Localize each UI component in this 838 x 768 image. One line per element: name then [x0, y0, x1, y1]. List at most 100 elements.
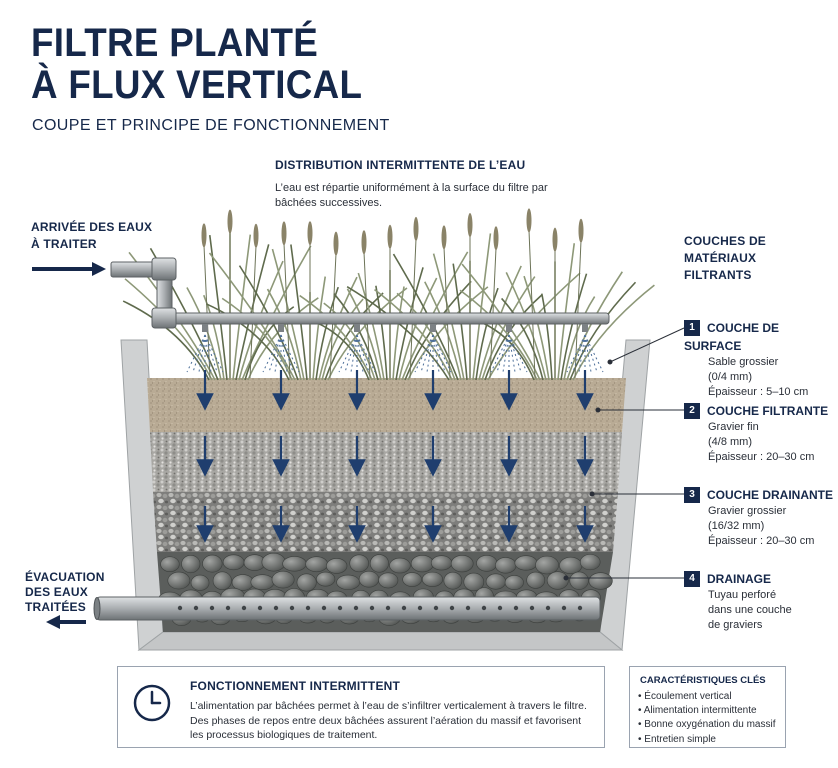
- layer-title: COUCHE DRAINANTE: [707, 487, 833, 502]
- stone: [336, 574, 360, 590]
- distribution-nozzles: [186, 324, 604, 373]
- stone: [526, 571, 546, 589]
- characteristics-box: CARACTÉRISTIQUES CLÉS Écoulement vertica…: [629, 666, 786, 748]
- layer-legend-item-3: 3 COUCHE DRAINANTE Gravier grossier (16/3…: [684, 486, 833, 549]
- stone: [271, 570, 295, 589]
- layer-coarse-gravel: [153, 492, 618, 552]
- stone: [250, 574, 275, 591]
- layer-number-badge: 3: [684, 486, 700, 503]
- stone: [402, 572, 422, 587]
- layer-desc-line: Épaisseur : 5–10 cm: [708, 386, 809, 398]
- layer-desc-line: Gravier fin: [708, 421, 759, 433]
- stone: [316, 571, 336, 587]
- layer-title: COUCHE FILTRANTE: [707, 403, 829, 418]
- stone: [421, 571, 444, 587]
- inlet-pipe: [110, 257, 610, 329]
- layers-heading: COUCHES DE MATÉRIAUX FILTRANTS: [684, 234, 767, 282]
- layer-fine-gravel: [150, 432, 622, 492]
- title-line-2: À FLUX VERTICAL: [31, 63, 363, 107]
- layer-desc-line: Épaisseur : 20–30 cm: [708, 451, 815, 463]
- characteristics-heading: CARACTÉRISTIQUES CLÉS: [640, 675, 766, 686]
- layer-legend-item-2: 2 COUCHE FILTRANTE Gravier fin (4/8 mm) É…: [684, 402, 828, 465]
- operation-info-box: FONCTIONNEMENT INTERMITTENT L’alimentati…: [117, 666, 605, 748]
- outlet-arrow-icon: [46, 615, 86, 629]
- stone: [212, 571, 232, 591]
- stone: [349, 554, 369, 573]
- list-item: Alimentation intermittente: [638, 704, 775, 718]
- list-item: Bonne oxygénation du massif: [638, 718, 775, 732]
- stone: [167, 571, 191, 590]
- stone: [559, 556, 583, 575]
- reed-clump: [346, 213, 581, 381]
- stone: [202, 554, 223, 573]
- characteristics-list: Écoulement vertical Alimentation intermi…: [638, 690, 776, 747]
- reed-clump: [206, 221, 408, 381]
- layer-desc-line: (4/8 mm): [708, 436, 752, 448]
- stone: [369, 554, 389, 573]
- stone: [305, 556, 328, 573]
- layer-title: DRAINAGE: [707, 571, 772, 586]
- stone: [569, 571, 589, 590]
- layer-title: COUCHE DE SURFACE: [684, 320, 780, 353]
- stone: [410, 555, 434, 573]
- layer-desc-line: Épaisseur : 20–30 cm: [708, 535, 815, 547]
- inlet-label: ARRIVÉE DES EAUX À TRAITER: [31, 220, 153, 251]
- stone: [326, 558, 348, 574]
- nozzle: [490, 324, 528, 373]
- stone: [514, 555, 538, 571]
- stone: [463, 572, 485, 592]
- stone: [190, 574, 210, 591]
- title-line-1: FILTRE PLANTÉ: [31, 21, 319, 65]
- stone: [389, 557, 411, 574]
- stone: [476, 555, 498, 572]
- stone: [495, 557, 517, 574]
- nozzle: [262, 324, 300, 373]
- outlet-label: ÉVACUATION DES EAUX TRAITÉES: [25, 570, 105, 614]
- stone: [231, 574, 254, 591]
- inlet-arrow-icon: [32, 262, 106, 276]
- operation-heading: FONCTIONNEMENT INTERMITTENT: [190, 679, 401, 693]
- layer-number-badge: 1: [684, 319, 700, 336]
- vertical-flow-arrows: [196, 370, 594, 543]
- stone: [358, 570, 380, 588]
- stone: [443, 571, 463, 590]
- page-title: FILTRE PLANTÉ À FLUX VERTICAL: [31, 22, 362, 106]
- layer-desc-line: Tuyau perforé: [708, 589, 777, 601]
- tank-floor: [137, 631, 624, 651]
- stone: [181, 554, 201, 574]
- list-item: Entretien simple: [638, 733, 775, 747]
- stone: [296, 573, 317, 592]
- layer-desc-line: Gravier grossier: [708, 505, 787, 517]
- clock-icon: [133, 684, 171, 722]
- layer-desc-line: dans une couche: [708, 604, 792, 616]
- perforated-drain-pipe: [93, 596, 601, 621]
- layer-desc-line: de graviers: [708, 619, 763, 631]
- stone: [222, 554, 245, 571]
- stone: [485, 573, 506, 590]
- nozzle: [338, 324, 376, 373]
- stone: [261, 552, 286, 572]
- layer-desc-line: Sable grossier: [708, 356, 779, 368]
- stone: [450, 555, 474, 573]
- stone: [535, 555, 559, 575]
- list-item: Écoulement vertical: [638, 690, 775, 704]
- stone: [588, 572, 613, 590]
- layer-desc-line: (16/32 mm): [708, 520, 765, 532]
- layer-number-badge: 4: [684, 570, 700, 587]
- stone: [282, 556, 307, 572]
- layer-number-badge: 2: [684, 402, 700, 419]
- page-subtitle: COUPE ET PRINCIPE DE FONCTIONNEMENT: [32, 117, 390, 134]
- stone: [378, 572, 399, 589]
- stone: [504, 575, 524, 590]
- operation-text: L’alimentation par bâchées permet à l’ea…: [190, 700, 587, 741]
- leader-lines: [563, 327, 685, 581]
- stone: [579, 554, 601, 571]
- distribution-heading: DISTRIBUTION INTERMITTENTE DE L’EAU: [275, 158, 526, 172]
- stone: [430, 555, 453, 571]
- distribution-text: L’eau est répartie uniformément à la sur…: [275, 182, 548, 209]
- reed-plants: [122, 208, 655, 381]
- layer-desc-line: (0/4 mm): [708, 371, 752, 383]
